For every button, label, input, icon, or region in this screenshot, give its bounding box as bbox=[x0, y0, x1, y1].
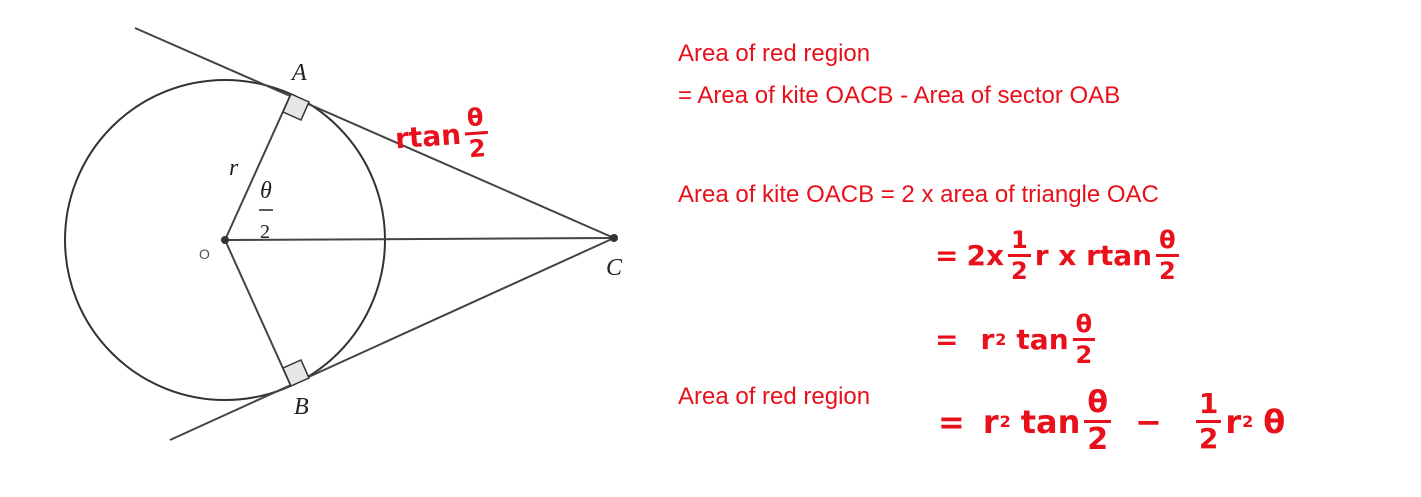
fraction-num: θ bbox=[1084, 388, 1112, 423]
fraction-num: θ bbox=[463, 103, 488, 136]
label-c: C bbox=[606, 255, 623, 281]
exponent: 2 bbox=[999, 412, 1011, 431]
radius-oa bbox=[224, 93, 292, 241]
theta: θ bbox=[1263, 402, 1286, 441]
tangent-prefix: rtan bbox=[393, 117, 463, 156]
note-line-3: Area of kite OACB = 2 x area of triangle… bbox=[678, 181, 1159, 208]
equals: = bbox=[938, 402, 965, 441]
label-r: r bbox=[229, 155, 239, 181]
fraction-den: 2 bbox=[1198, 422, 1219, 455]
point-o bbox=[221, 236, 229, 244]
tan: tan bbox=[1016, 323, 1069, 356]
fraction-den: 2 bbox=[467, 134, 487, 164]
label-half-angle-den: 2 bbox=[260, 221, 270, 243]
right-angle-marker-a bbox=[282, 93, 310, 121]
exponent: 2 bbox=[1242, 412, 1254, 431]
radius-ob bbox=[224, 239, 292, 387]
fraction-num: θ bbox=[1156, 228, 1179, 257]
fraction-den: 2 bbox=[1087, 422, 1109, 457]
tangent-line-upper bbox=[134, 27, 615, 239]
r: r bbox=[982, 402, 999, 441]
tan: tan bbox=[1020, 402, 1081, 441]
label-b: B bbox=[294, 394, 309, 420]
label-o: O bbox=[199, 246, 210, 262]
fraction-num: 1 bbox=[1008, 228, 1031, 257]
fraction-num: θ bbox=[1072, 312, 1096, 341]
label-a: A bbox=[290, 60, 307, 86]
step1-a: 2x bbox=[966, 239, 1005, 272]
line-oc bbox=[224, 237, 615, 241]
fraction-den: 2 bbox=[1159, 257, 1176, 285]
note-line-1: Area of red region bbox=[678, 40, 871, 67]
right-angle-marker-b bbox=[282, 359, 310, 387]
fraction-den: 2 bbox=[1011, 257, 1028, 285]
equals: = bbox=[935, 323, 959, 356]
step1-b: r x rtan bbox=[1034, 239, 1153, 272]
label-half-angle-num: θ bbox=[260, 178, 272, 204]
exponent: 2 bbox=[995, 330, 1007, 349]
tangent-line-lower bbox=[169, 237, 615, 441]
equals: = bbox=[935, 239, 959, 272]
minus: − bbox=[1135, 402, 1162, 441]
r: r bbox=[1225, 402, 1242, 441]
fraction-num: 1 bbox=[1195, 390, 1222, 423]
note-line-4: Area of red region bbox=[678, 383, 871, 410]
r: r bbox=[980, 323, 995, 356]
point-c bbox=[610, 234, 618, 242]
note-line-2: = Area of kite OACB - Area of sector OAB bbox=[678, 82, 1121, 109]
fraction-den: 2 bbox=[1075, 341, 1093, 369]
